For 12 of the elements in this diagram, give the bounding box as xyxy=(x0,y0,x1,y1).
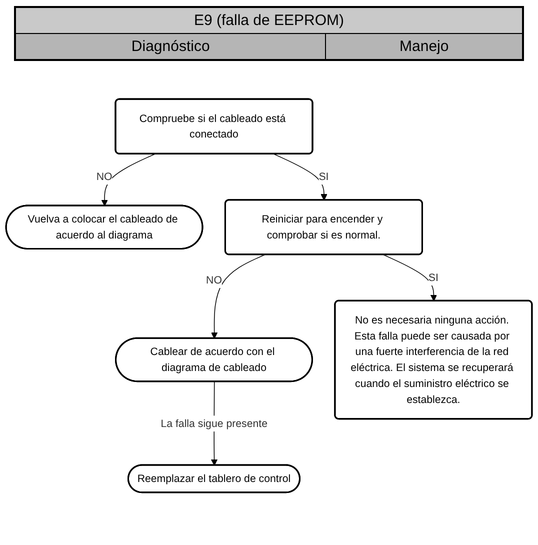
edge-label: NO xyxy=(96,170,112,183)
arrow xyxy=(273,154,328,201)
edge-label: La falla sigue presente xyxy=(160,417,268,430)
arrow xyxy=(101,154,156,207)
edge-label: SI xyxy=(318,170,329,183)
edge-label: SI xyxy=(428,271,438,284)
table-column-header: Diagnóstico xyxy=(15,34,326,60)
table-header-cell: E9 (falla de EEPROM) xyxy=(15,7,523,34)
arrow xyxy=(211,254,266,340)
table-column-header: Manejo xyxy=(326,34,523,60)
edge-label: NO xyxy=(206,274,222,286)
arrow xyxy=(383,254,438,302)
